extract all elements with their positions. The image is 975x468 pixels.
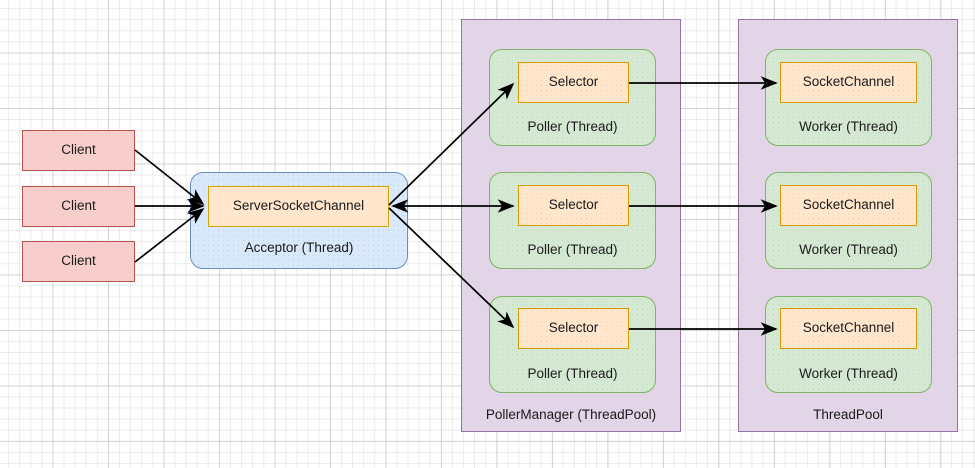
poller-thread-label: Poller (Thread) — [527, 241, 618, 257]
poller-thread-label: Poller (Thread) — [527, 118, 618, 134]
client-label: Client — [61, 198, 96, 214]
selector-box-1[interactable]: Selector — [518, 62, 629, 103]
selector-box-3[interactable]: Selector — [518, 308, 629, 349]
socket-channel-box-3[interactable]: SocketChannel — [780, 308, 917, 349]
socket-channel-label: SocketChannel — [802, 197, 895, 213]
thread-pool-label: ThreadPool — [813, 406, 883, 422]
selector-label: Selector — [548, 74, 599, 90]
server-socket-channel-box[interactable]: ServerSocketChannel — [208, 186, 389, 227]
worker-thread-label: Worker (Thread) — [799, 118, 898, 134]
poller-manager-label: PollerManager (ThreadPool) — [485, 406, 657, 422]
client-box-3[interactable]: Client — [22, 241, 135, 282]
socket-channel-box-2[interactable]: SocketChannel — [780, 185, 917, 226]
socket-channel-box-1[interactable]: SocketChannel — [780, 62, 917, 103]
socket-channel-label: SocketChannel — [802, 320, 895, 336]
poller-thread-label: Poller (Thread) — [527, 365, 618, 381]
client-label: Client — [61, 142, 96, 158]
worker-thread-label: Worker (Thread) — [799, 241, 898, 257]
selector-box-2[interactable]: Selector — [518, 185, 629, 226]
server-socket-channel-label: ServerSocketChannel — [232, 198, 365, 214]
client-box-2[interactable]: Client — [22, 186, 135, 227]
client-label: Client — [61, 253, 96, 269]
selector-label: Selector — [548, 197, 599, 213]
client-box-1[interactable]: Client — [22, 130, 135, 171]
selector-label: Selector — [548, 320, 599, 336]
socket-channel-label: SocketChannel — [802, 74, 895, 90]
acceptor-container-label: Acceptor (Thread) — [244, 239, 354, 255]
worker-thread-label: Worker (Thread) — [799, 365, 898, 381]
